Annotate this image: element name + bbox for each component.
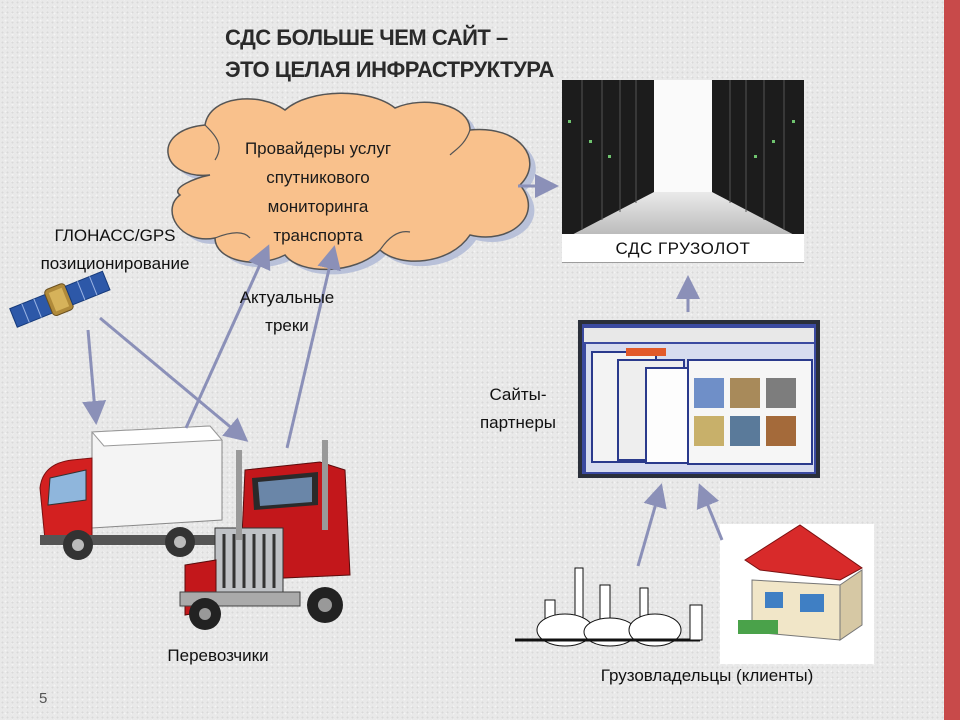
providers-cloud (167, 92, 536, 275)
house-icon (720, 524, 874, 664)
title-line-1: СДС БОЛЬШЕ ЧЕМ САЙТ – (225, 25, 508, 50)
title-line-2: ЭТО ЦЕЛАЯ ИНФРАСТРУКТУРА (225, 57, 554, 82)
slide-title: СДС БОЛЬШЕ ЧЕМ САЙТ – ЭТО ЦЕЛАЯ ИНФРАСТР… (225, 22, 554, 86)
tracks-line-2: треки (265, 316, 309, 335)
clients-label: Грузовладельцы (клиенты) (600, 666, 814, 685)
glonass-subtitle: позиционирование (40, 254, 190, 273)
satellite-icon (9, 270, 111, 328)
partners-label: Сайты- партнеры (458, 381, 578, 437)
server-caption: СДС ГРУЗОЛОТ (562, 234, 804, 262)
side-accent-bar (944, 0, 960, 720)
tracks-line-1: Актуальные (239, 288, 335, 307)
glonass-title: ГЛОНАСС/GPS (54, 226, 176, 245)
providers-line-2: спутникового (266, 168, 370, 187)
factory-icon (515, 567, 703, 647)
tracks-label: Актуальные треки (212, 284, 362, 340)
browser-windows-illustration (578, 320, 820, 478)
providers-line-4: транспорта (273, 226, 363, 245)
semi-truck-icon (179, 440, 351, 630)
partners-line-2: партнеры (479, 413, 557, 432)
providers-label: Провайдеры услуг спутникового мониторинг… (228, 134, 408, 250)
glonass-label: ГЛОНАСС/GPS позиционирование (20, 222, 210, 278)
partner-sites-image (578, 320, 820, 478)
carriers-label: Перевозчики (167, 646, 269, 665)
partners-line-1: Сайты- (489, 385, 547, 404)
delivery-truck-icon (39, 425, 230, 560)
providers-line-3: мониторинга (267, 197, 369, 216)
page-number: 5 (39, 690, 48, 707)
providers-line-1: Провайдеры услуг (244, 139, 392, 158)
flow-arrows (82, 174, 724, 567)
